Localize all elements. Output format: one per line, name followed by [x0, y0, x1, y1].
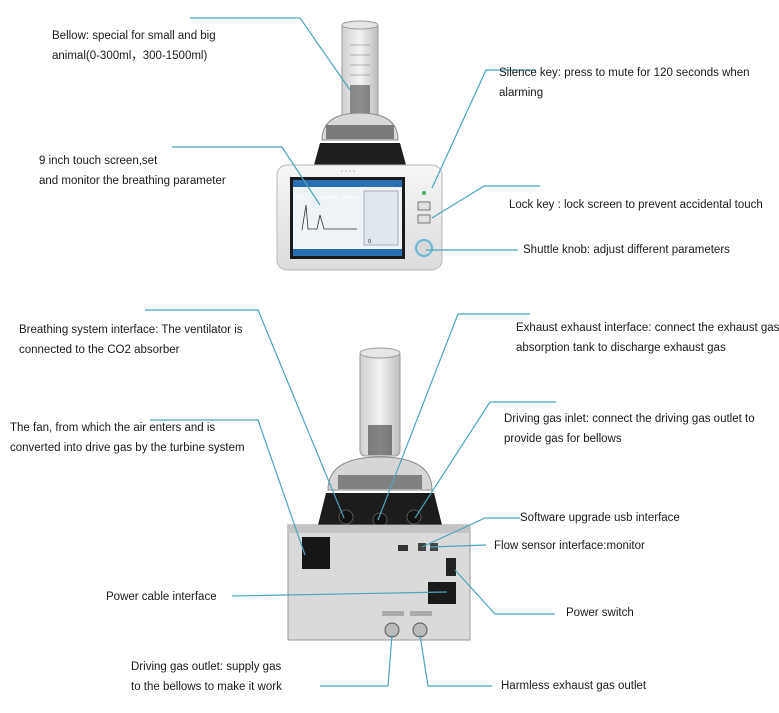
- label-driving-gas-outlet-line2: to the bellows to make it work: [131, 677, 282, 697]
- callout-line-driving-gas-outlet: [320, 635, 392, 686]
- label-driving-gas-outlet: Driving gas outlet: supply gas to the be…: [131, 657, 282, 697]
- label-touch-screen-line2: and monitor the breathing parameter: [39, 171, 226, 191]
- label-silence-key-line2: alarming: [499, 83, 750, 103]
- label-fan-line2: converted into drive gas by the turbine …: [10, 438, 245, 458]
- label-breathing-interface: Breathing system interface: The ventilat…: [19, 320, 243, 360]
- label-touch-screen: 9 inch touch screen,set and monitor the …: [39, 151, 226, 191]
- callout-line-flow-sensor: [430, 545, 486, 547]
- label-usb-interface-line1: Software upgrade usb interface: [520, 508, 680, 528]
- label-lock-key-line1: Lock key : lock screen to prevent accide…: [509, 195, 763, 215]
- label-shuttle-knob: Shuttle knob: adjust different parameter…: [523, 240, 730, 260]
- label-exhaust-interface-line1: Exhaust exhaust interface: connect the e…: [516, 318, 779, 338]
- label-breathing-interface-line2: connected to the CO2 absorber: [19, 340, 243, 360]
- label-bellow-line1: Bellow: special for small and big: [52, 26, 216, 46]
- label-exhaust-interface: Exhaust exhaust interface: connect the e…: [516, 318, 779, 358]
- label-shuttle-knob-line1: Shuttle knob: adjust different parameter…: [523, 240, 730, 260]
- callout-line-power-switch: [455, 570, 555, 614]
- label-fan: The fan, from which the air enters and i…: [10, 418, 245, 458]
- label-breathing-interface-line1: Breathing system interface: The ventilat…: [19, 320, 243, 340]
- label-bellow-line2: animal(0-300ml，300-1500ml): [52, 46, 216, 66]
- label-touch-screen-line1: 9 inch touch screen,set: [39, 151, 226, 171]
- label-lock-key: Lock key : lock screen to prevent accide…: [509, 195, 763, 215]
- label-silence-key: Silence key: press to mute for 120 secon…: [499, 63, 750, 103]
- label-power-cable-line1: Power cable interface: [106, 587, 217, 607]
- label-driving-gas-inlet: Driving gas inlet: connect the driving g…: [504, 409, 755, 449]
- label-power-cable: Power cable interface: [106, 587, 217, 607]
- label-flow-sensor: Flow sensor interface:monitor: [494, 536, 645, 556]
- label-exhaust-interface-line2: absorption tank to discharge exhaust gas: [516, 338, 779, 358]
- callout-line-harmless-exhaust: [420, 635, 492, 686]
- label-driving-gas-outlet-line1: Driving gas outlet: supply gas: [131, 657, 282, 677]
- label-silence-key-line1: Silence key: press to mute for 120 secon…: [499, 63, 750, 83]
- label-driving-gas-inlet-line1: Driving gas inlet: connect the driving g…: [504, 409, 755, 429]
- label-usb-interface: Software upgrade usb interface: [520, 508, 680, 528]
- label-flow-sensor-line1: Flow sensor interface:monitor: [494, 536, 645, 556]
- label-power-switch: Power switch: [566, 603, 634, 623]
- label-power-switch-line1: Power switch: [566, 603, 634, 623]
- label-harmless-exhaust-line1: Harmless exhaust gas outlet: [501, 676, 646, 696]
- label-driving-gas-inlet-line2: provide gas for bellows: [504, 429, 755, 449]
- label-harmless-exhaust: Harmless exhaust gas outlet: [501, 676, 646, 696]
- label-fan-line1: The fan, from which the air enters and i…: [10, 418, 245, 438]
- callout-line-power-cable: [232, 592, 447, 596]
- label-bellow: Bellow: special for small and big animal…: [52, 26, 216, 66]
